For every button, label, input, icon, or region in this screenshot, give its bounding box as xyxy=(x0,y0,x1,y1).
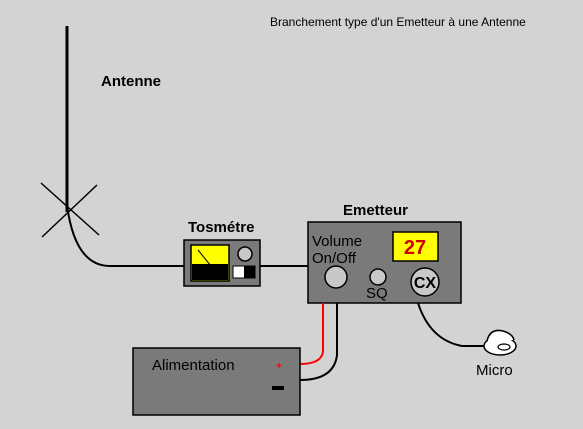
swr-meter-needle xyxy=(197,249,212,267)
antenna-label: Antenne xyxy=(101,73,161,90)
emetteur-label: Emetteur xyxy=(343,202,408,219)
alimentation-label: Alimentation xyxy=(152,357,235,374)
alimentation xyxy=(132,347,301,416)
positive-wire xyxy=(299,303,324,365)
cx-label: CX xyxy=(414,275,437,292)
antenna-cable xyxy=(66,204,184,267)
emetteur xyxy=(307,221,462,304)
channel-display xyxy=(392,231,439,262)
cx-knob xyxy=(410,267,440,297)
plus-terminal: + xyxy=(276,361,282,372)
volume-knob xyxy=(324,265,348,289)
volume-label: Volume xyxy=(312,233,362,250)
tosmetre xyxy=(183,239,261,287)
swr-meter-base xyxy=(192,264,228,280)
antenna xyxy=(40,26,100,238)
minus-terminal xyxy=(272,386,284,390)
micro-cable xyxy=(417,302,484,347)
diagram-title: Branchement type d'un Emetteur à une Ant… xyxy=(270,15,526,29)
tosmetre-switch xyxy=(244,266,255,278)
micro xyxy=(483,329,517,356)
squelch-knob xyxy=(369,268,387,286)
micro-label: Micro xyxy=(476,362,513,379)
negative-wire xyxy=(299,303,338,381)
sq-label: SQ xyxy=(366,285,388,302)
channel-number: 27 xyxy=(404,237,426,259)
tosmetre-knob xyxy=(237,246,253,262)
tosmetre-label: Tosmétre xyxy=(188,219,254,236)
on-off-label: On/Off xyxy=(312,250,357,267)
